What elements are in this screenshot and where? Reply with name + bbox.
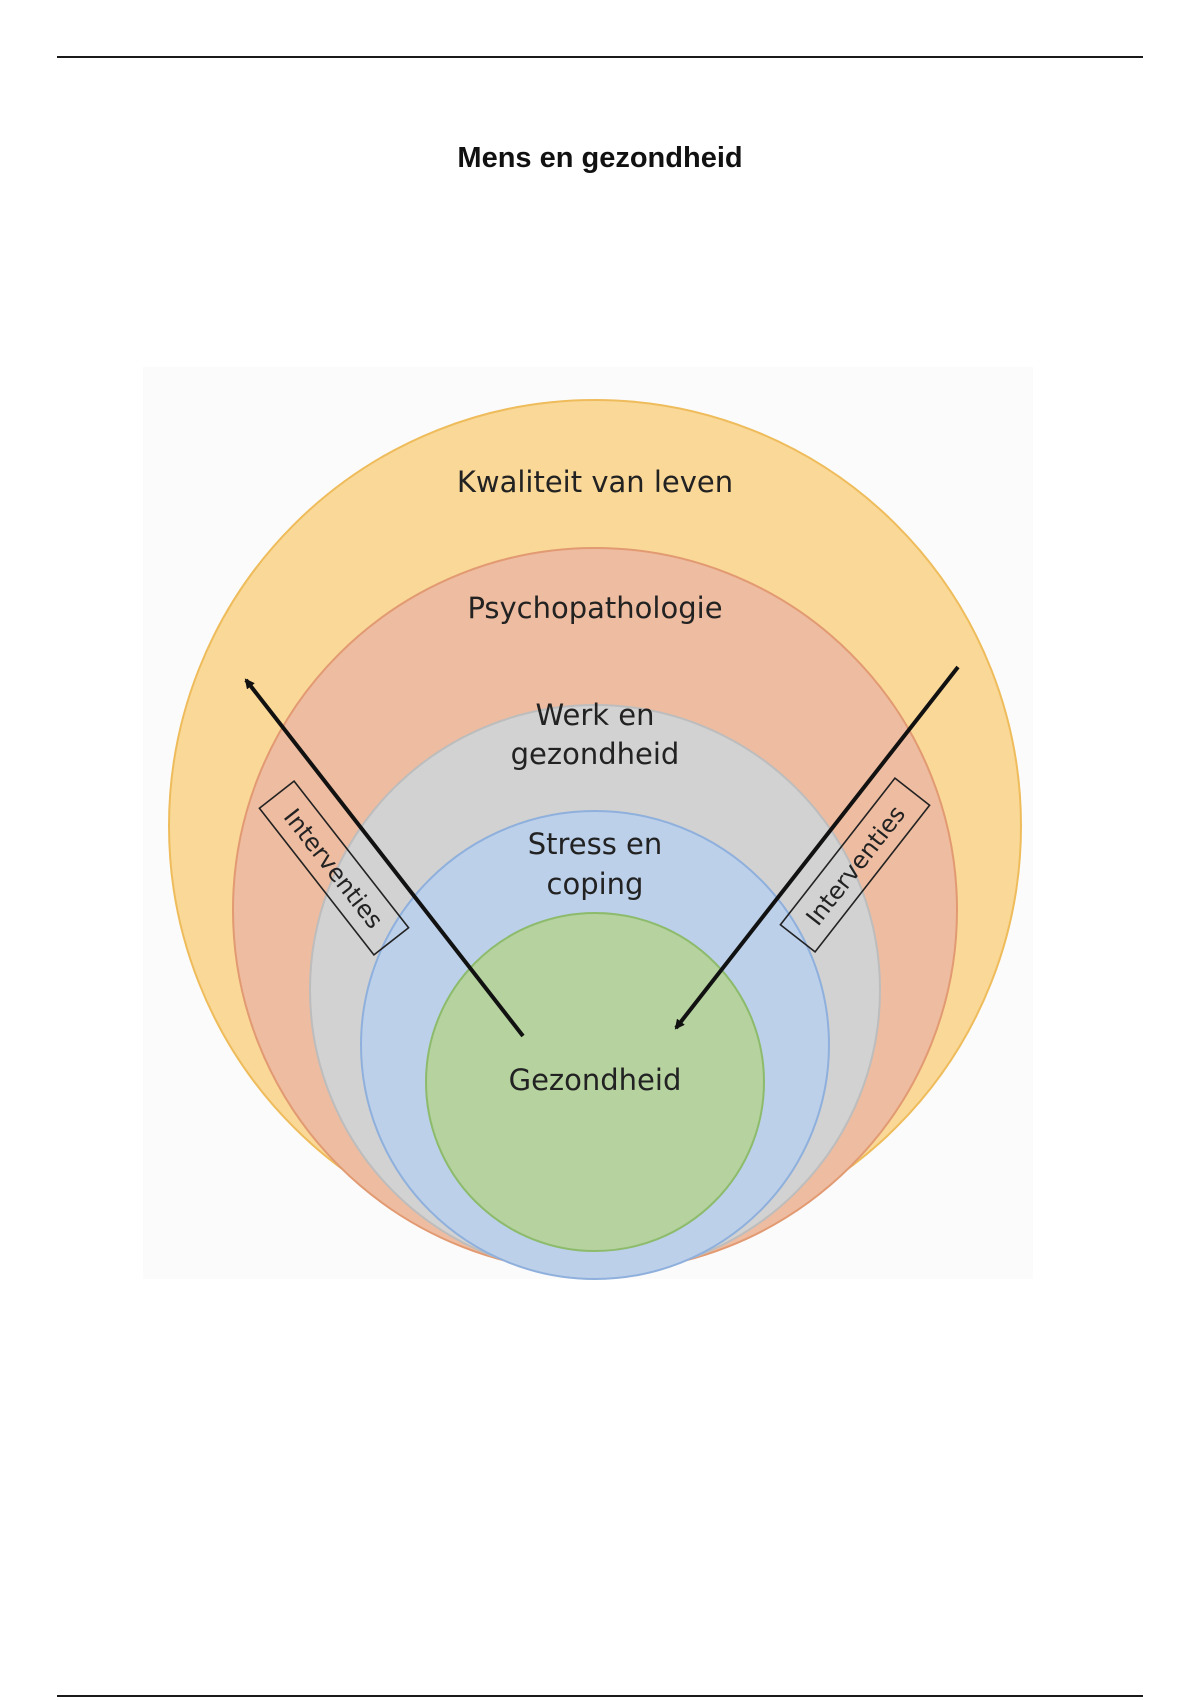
label-work-and-health-line-1: Werk en <box>536 698 655 732</box>
bottom-rule <box>57 1695 1143 1697</box>
label-stress-and-coping-line-2: coping <box>547 867 644 901</box>
label-work-and-health-line-2: gezondheid <box>511 737 680 771</box>
outward-intervention-arrow <box>244 678 525 1038</box>
top-rule <box>57 56 1143 58</box>
right-interventions-box <box>779 777 931 953</box>
label-stress-and-coping-line-1: Stress en <box>528 827 663 861</box>
ring-health <box>425 912 765 1252</box>
inward-intervention-arrow <box>674 665 960 1030</box>
page-title: Mens en gezondheid <box>457 142 743 174</box>
label-health: Gezondheid <box>509 1063 682 1097</box>
label-quality-of-life: Kwaliteit van leven <box>457 465 733 499</box>
label-psychopathology: Psychopathologie <box>467 591 722 625</box>
left-interventions-box <box>258 780 410 956</box>
